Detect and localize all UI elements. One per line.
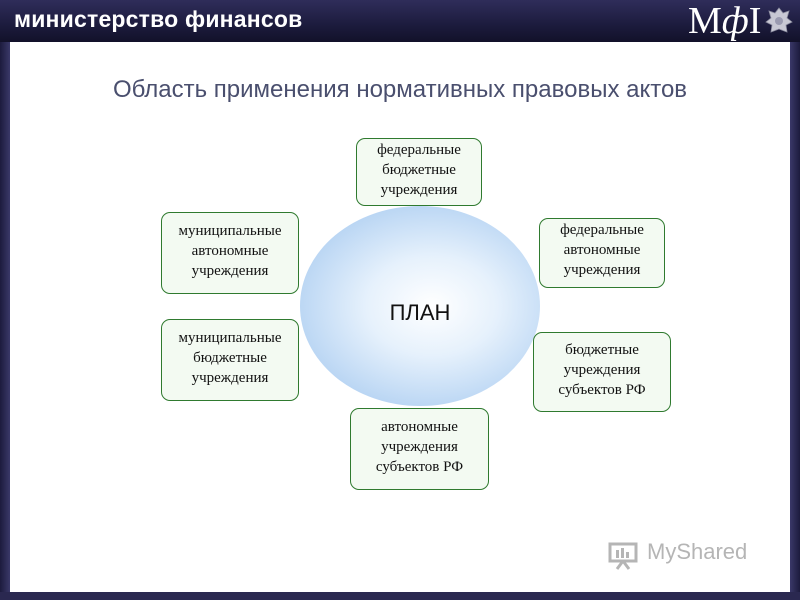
box-federal-budget: федеральные бюджетные учреждения [356, 138, 482, 206]
box-line: учреждения [191, 263, 269, 279]
logo-letter-m: М [688, 0, 722, 42]
ministry-title: министерство финансов [14, 6, 303, 32]
box-line: учреждения [563, 262, 641, 278]
box-federal-autonomous: федеральные автономные учреждения [539, 218, 665, 288]
box-line: бюджетные [382, 162, 456, 178]
ministry-logo: МфI [688, 0, 761, 42]
box-line: субъектов РФ [558, 382, 646, 398]
presentation-board-icon [608, 542, 638, 570]
box-line: федеральные [560, 222, 644, 238]
frame-left [0, 42, 10, 600]
logo-letter-f: ф [721, 0, 749, 42]
box-line: автономные [563, 242, 641, 258]
myshared-watermark: MyShared [607, 535, 767, 571]
box-line: учреждения [191, 370, 269, 386]
box-line: автономные [381, 419, 458, 435]
box-municipal-autonomous: муниципальные автономные учреждения [161, 212, 299, 294]
box-line: учреждения [563, 362, 641, 378]
box-line: учреждения [380, 182, 458, 198]
box-line: муниципальные [178, 330, 282, 346]
box-line: муниципальные [178, 223, 282, 239]
frame-bottom [0, 592, 800, 600]
header-bar: министерство финансов МфI [0, 0, 800, 42]
frame-right [790, 42, 800, 600]
plan-label: ПЛАН [389, 300, 451, 325]
box-line: бюджетные [565, 342, 639, 358]
box-municipal-budget: муниципальные бюджетные учреждения [161, 319, 299, 401]
slide-title: Область применения нормативных правовых … [112, 76, 688, 103]
box-line: бюджетные [193, 350, 267, 366]
box-line: федеральные [377, 142, 461, 158]
watermark-text: MyShared [647, 539, 748, 564]
coat-of-arms-icon [765, 7, 793, 33]
logo-letter-i: I [748, 0, 762, 42]
box-line: субъектов РФ [375, 459, 464, 475]
box-line: учреждения [381, 439, 458, 455]
box-line: автономные [191, 243, 269, 259]
plan-circle [300, 206, 540, 406]
box-regional-budget: бюджетные учреждения субъектов РФ [533, 332, 671, 412]
box-regional-autonomous: автономные учреждения субъектов РФ [350, 408, 489, 490]
